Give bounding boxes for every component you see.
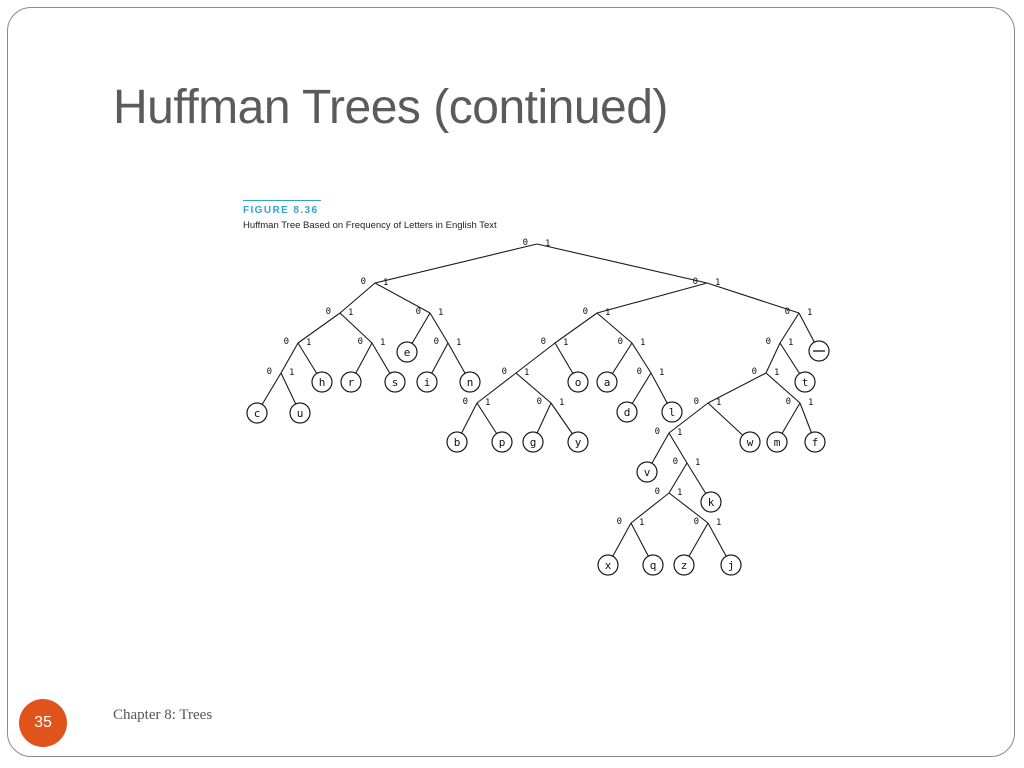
figure-caption: Huffman Tree Based on Frequency of Lette… [243, 220, 497, 231]
slide-title: Huffman Trees (continued) [113, 81, 668, 134]
figure-label: FIGURE 8.36 [243, 205, 319, 216]
slide-number-badge: 35 [19, 699, 67, 747]
figure-rule [243, 200, 321, 201]
footer-text: Chapter 8: Trees [113, 707, 213, 723]
slide-number: 35 [34, 714, 52, 731]
